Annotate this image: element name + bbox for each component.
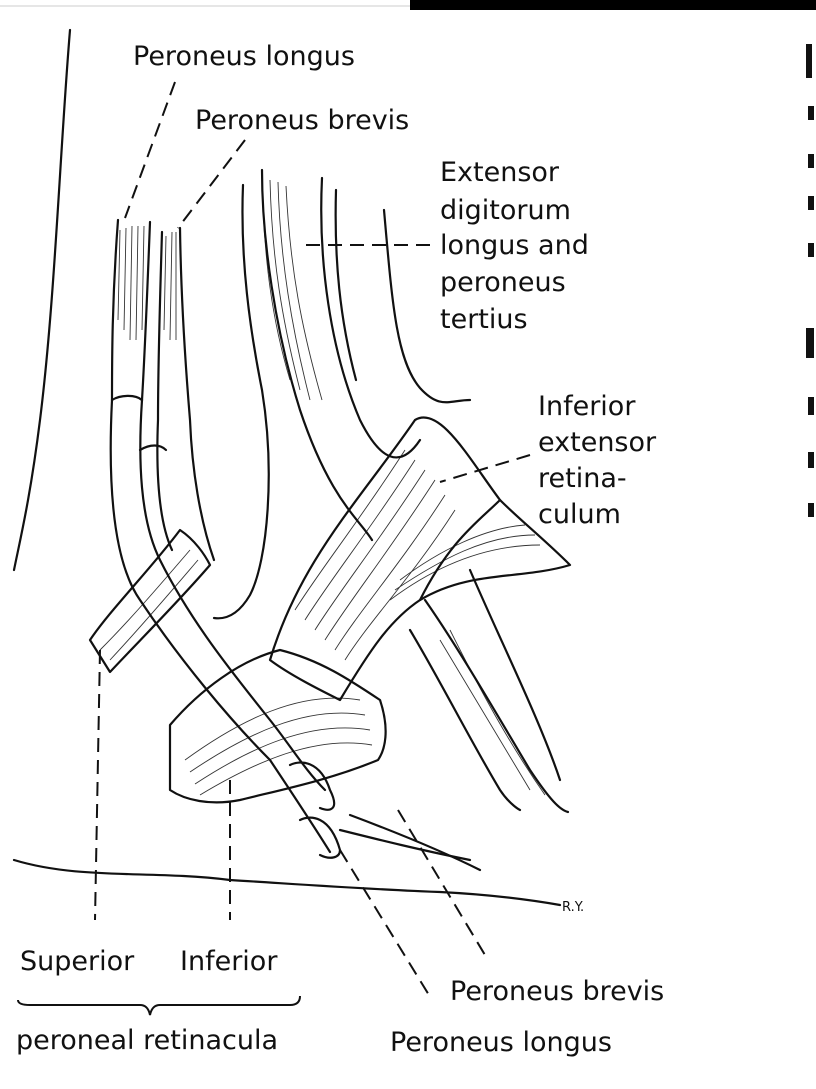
label-peroneal-retinacula: peroneal retinacula <box>16 1024 278 1058</box>
label-peroneus-brevis-top: Peroneus brevis <box>195 104 409 138</box>
label-inferior-extensor-line-4: culum <box>538 498 621 532</box>
label-extensor-line-2: digitorum <box>440 194 571 228</box>
facing-page-fragments <box>806 44 814 517</box>
inferior-extensor-retinaculum <box>270 417 570 700</box>
superior-peroneal-retinaculum <box>90 530 210 672</box>
artist-initials: R.Y. <box>562 900 584 916</box>
label-peroneus-brevis-bottom: Peroneus brevis <box>450 975 664 1009</box>
top-border-bar <box>410 0 816 10</box>
label-peroneus-longus-top: Peroneus longus <box>133 40 355 74</box>
retinacula-brace <box>18 996 300 1015</box>
label-inferior-extensor-line-1: Inferior <box>538 390 635 424</box>
label-extensor-line-4: peroneus <box>440 266 566 300</box>
label-inferior: Inferior <box>180 945 277 979</box>
leg-left-outline <box>14 30 70 570</box>
label-inferior-extensor-line-3: retina- <box>538 462 627 496</box>
leader-peroneus-longus-bottom <box>340 850 432 1000</box>
fibula-outline <box>214 185 269 618</box>
leader-peroneus-brevis-bottom <box>398 810 488 960</box>
label-peroneus-longus-bottom: Peroneus longus <box>390 1026 612 1060</box>
leader-superior <box>95 650 100 920</box>
label-extensor-line-3: longus and <box>440 229 589 263</box>
label-extensor-line-5: tertius <box>440 303 528 337</box>
label-superior: Superior <box>20 945 134 979</box>
label-extensor-line-1: Extensor <box>440 156 559 190</box>
extensor-tendon-left <box>262 170 372 540</box>
leader-peroneus-longus-top <box>125 82 175 218</box>
label-inferior-extensor-line-2: extensor <box>538 426 656 460</box>
leader-peroneus-brevis-top <box>178 140 245 228</box>
